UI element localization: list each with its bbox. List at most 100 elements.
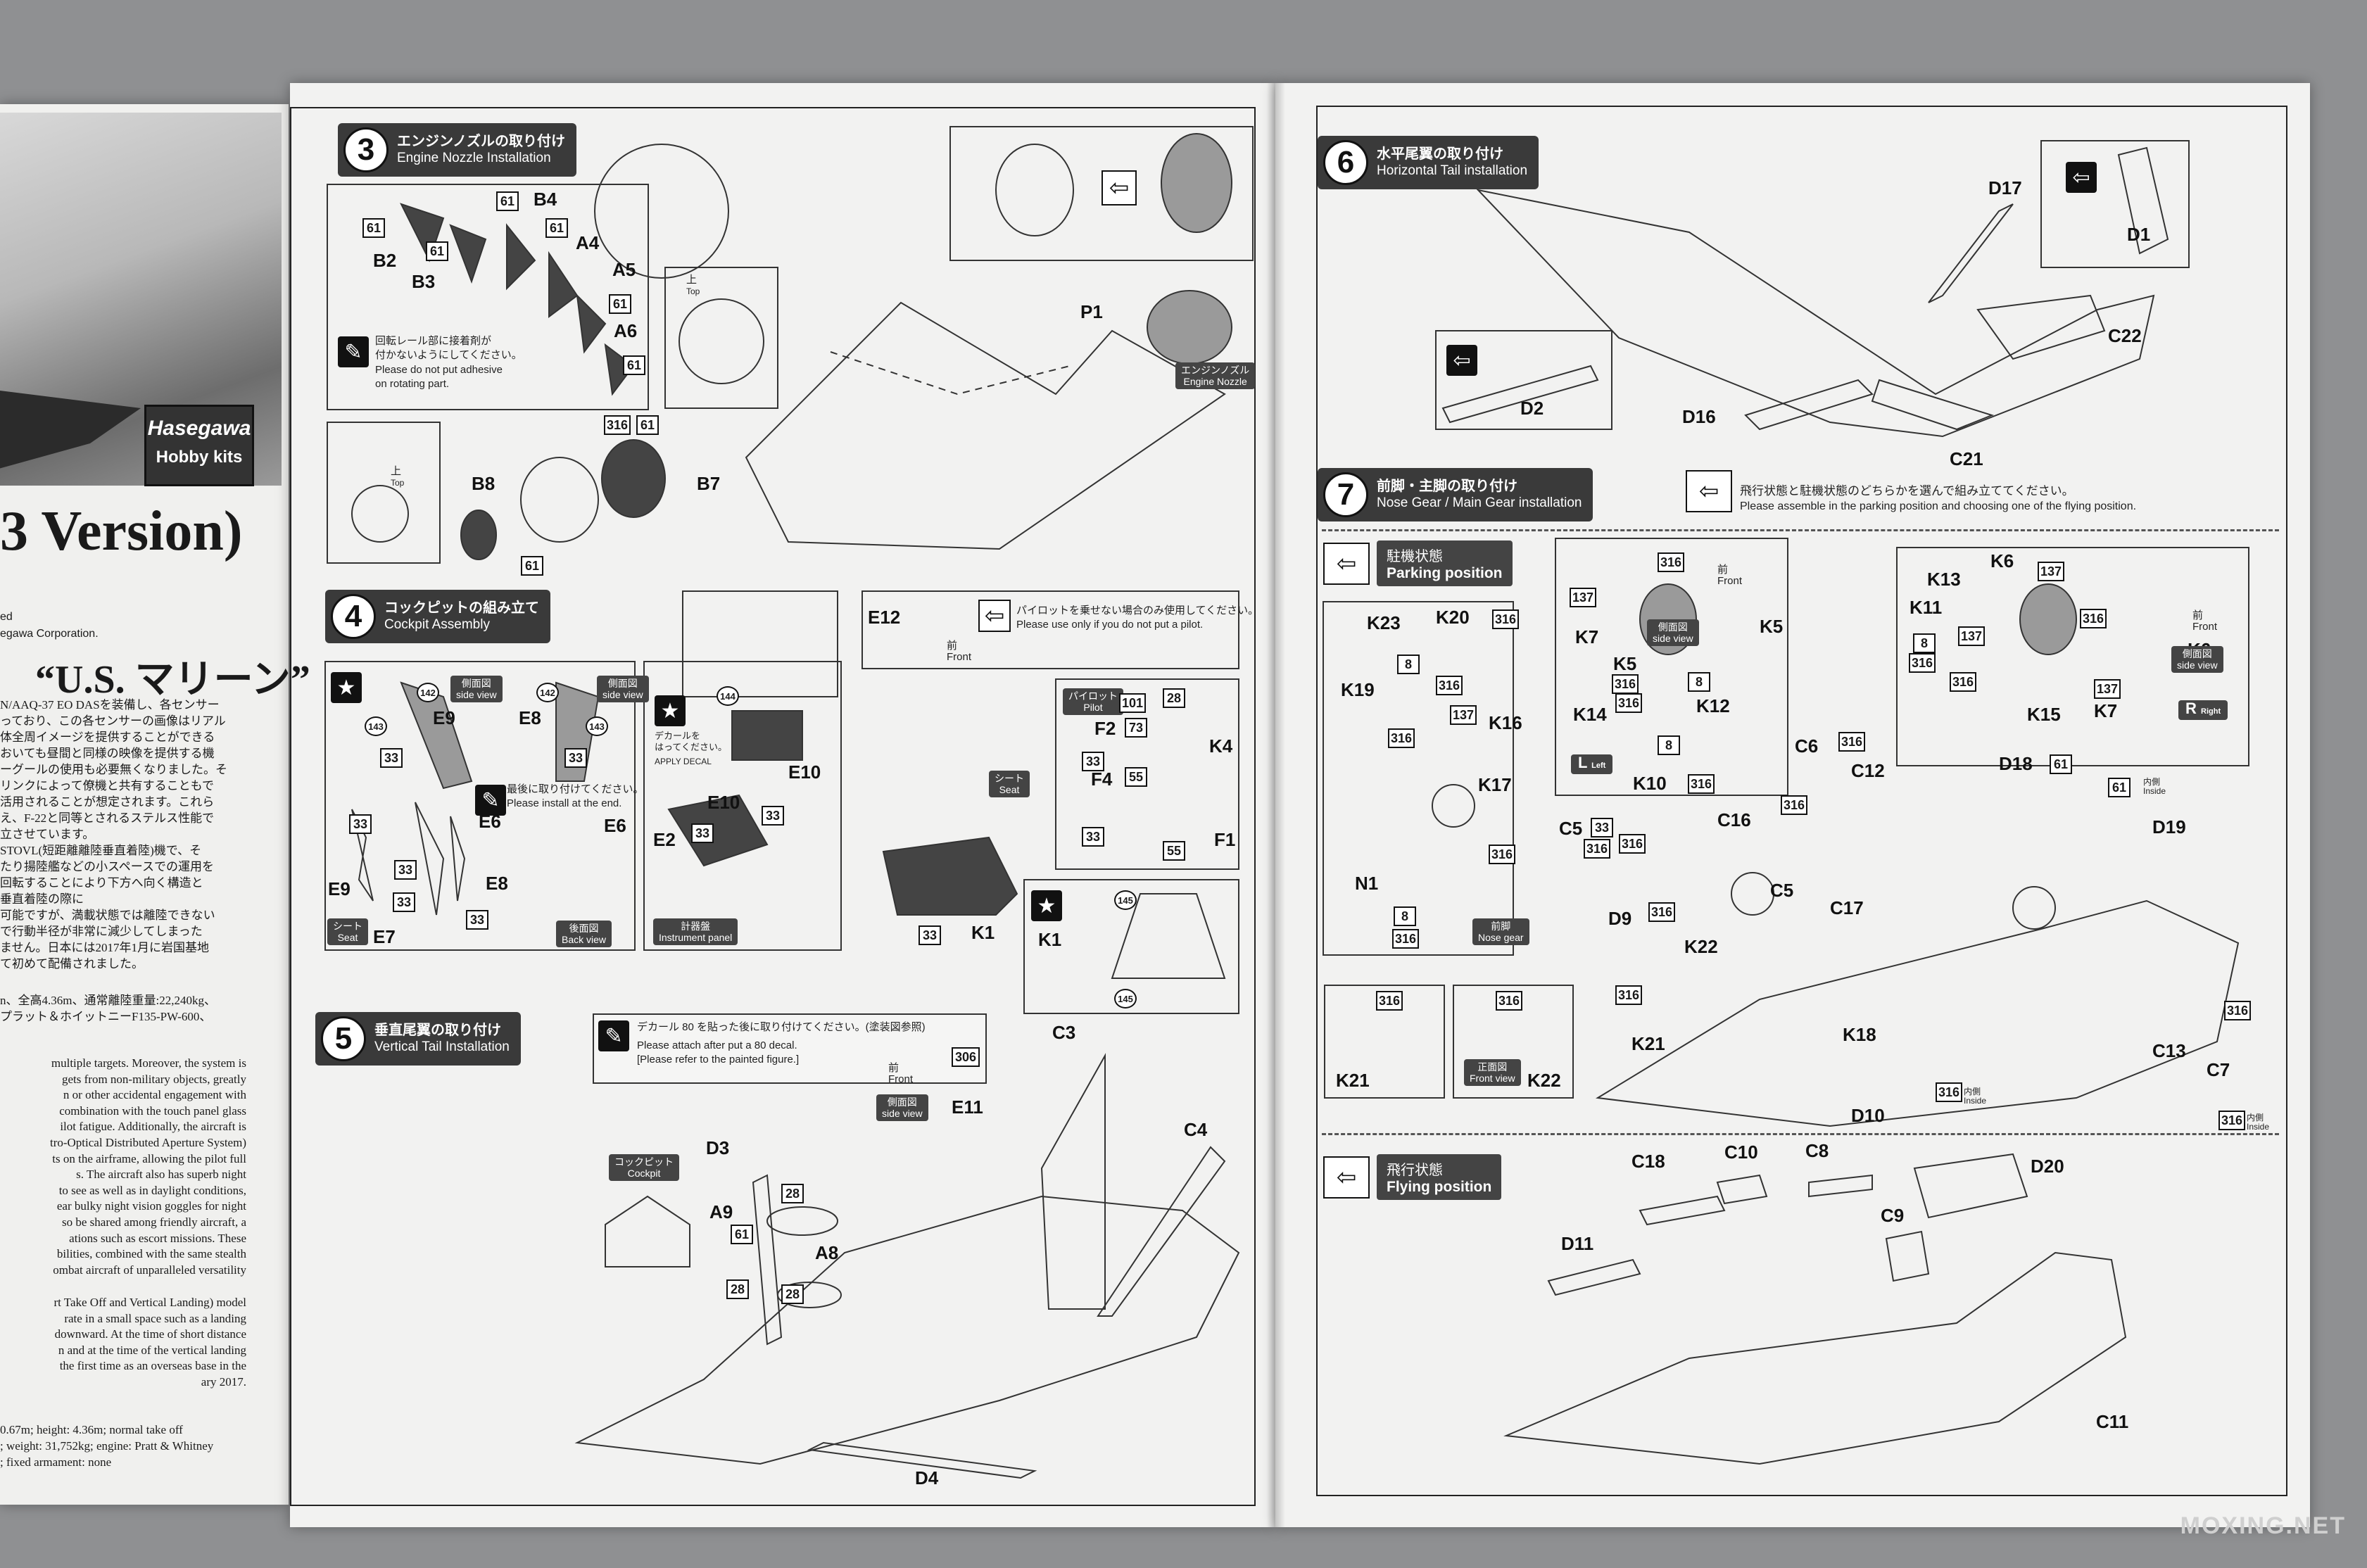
code-8: 8 (1688, 672, 1710, 692)
step7-flying-door-C9 (1885, 1230, 1930, 1282)
inside-jp-2: 内側 (1964, 1087, 1981, 1096)
code-73: 73 (1125, 718, 1147, 738)
decal-note-jp: デカールを はってください。 (655, 731, 727, 752)
parking-arrows-icon: ⇦ (1323, 542, 1370, 585)
code-145: 145 (1114, 890, 1137, 910)
code-8: 8 (1658, 735, 1680, 755)
nose-gear-jp: 前脚 (1491, 921, 1511, 932)
code-101: 101 (1119, 693, 1146, 713)
arrows-swap-icon-2: ⇦ (978, 600, 1011, 632)
step5-note-box (593, 1013, 987, 1084)
back-view-en: Back view (562, 934, 607, 945)
code-33-j: 33 (1082, 752, 1104, 771)
code-316: 316 (2080, 609, 2107, 628)
star-icon-2: ★ (655, 695, 686, 726)
nozzle-tag-jp: エンジンノズル (1181, 365, 1250, 376)
part-K12: K12 (1696, 695, 1730, 716)
right-front-jp: 前 (2192, 609, 2204, 621)
part-K21: K21 (1631, 1033, 1665, 1054)
flying-separator (1322, 1133, 2279, 1135)
watermark: MOXING.NET (2180, 1512, 2346, 1539)
paint-code: 61 (545, 218, 568, 238)
part-E6-b: E6 (604, 815, 626, 836)
hasegawa-logo: Hasegawa Hobby kits (144, 405, 254, 486)
pilot-note-jp: パイロットを乗せない場合のみ使用してください。 (1016, 605, 1259, 617)
side-view-jp-2: 側面図 (607, 678, 638, 689)
part-P1: P1 (1080, 301, 1103, 322)
step3-top-view-ring (351, 485, 409, 543)
code-55-b: 55 (1163, 841, 1185, 861)
code-33-e: 33 (393, 892, 415, 912)
step4-box-e10 (682, 590, 838, 697)
right-front-en: Front (2192, 621, 2218, 633)
part-E7: E7 (373, 926, 396, 947)
step6-part-D16 (1744, 379, 1874, 431)
part-C6: C6 (1795, 735, 1819, 757)
part-K23: K23 (1367, 612, 1401, 633)
code-306: 306 (952, 1047, 980, 1067)
code-33-f: 33 (466, 910, 488, 930)
step3-nozzle-B8 (520, 457, 599, 543)
center-fold (1267, 83, 1285, 1527)
code-143-b: 143 (586, 716, 608, 736)
part-C8: C8 (1805, 1140, 1829, 1161)
part-K1-b: K1 (1038, 929, 1062, 950)
step4-box-k1 (1023, 879, 1239, 1014)
step4-number: 4 (331, 594, 376, 639)
inside-jp: 内側 (2143, 777, 2161, 787)
step4-box-seat (1055, 678, 1239, 870)
step5-title-en: Vertical Tail Installation (374, 1039, 510, 1054)
marine-heading: “U.S. マリーン” (35, 658, 310, 702)
flying-jp: 飛行状態 (1387, 1163, 1443, 1178)
code-316: 316 (1615, 693, 1642, 713)
code-8: 8 (1397, 655, 1420, 674)
part-D17: D17 (1988, 177, 2022, 198)
part-C7: C7 (2207, 1059, 2230, 1080)
part-D4: D4 (915, 1467, 939, 1488)
paint-code: 61 (636, 415, 659, 435)
cover-jp-paragraph: N/AAQ-37 EO DASを装備し、各センサー っており、この各センサーの画… (0, 698, 227, 970)
part-C12: C12 (1851, 760, 1885, 781)
decal-note-en: APPLY DECAL (655, 757, 712, 766)
step7-flying-door-C18 (1639, 1195, 1726, 1226)
side-view-en-2: side view (602, 689, 643, 700)
code-316: 316 (1619, 834, 1646, 854)
code-316: 316 (1658, 552, 1684, 572)
part-D18: D18 (1999, 753, 2033, 774)
part-C10: C10 (1724, 1142, 1758, 1163)
part-A5: A5 (612, 259, 636, 280)
step7-title-en: Nose Gear / Main Gear installation (1377, 495, 1582, 510)
glue-icon: ✎ (475, 785, 506, 816)
nose-gear-en: Nose gear (1478, 932, 1524, 943)
step5-airframe (574, 1195, 1240, 1465)
part-K14: K14 (1573, 704, 1607, 725)
paint-code: 61 (521, 556, 543, 576)
nozzle-tag-en: Engine Nozzle (1183, 376, 1247, 387)
part-K15: K15 (2027, 704, 2061, 725)
arrows-swap-icon-3: ⇦ (2066, 162, 2097, 193)
step5-fan-A9 (766, 1206, 838, 1236)
flying-arrows-icon: ⇦ (1323, 1156, 1370, 1199)
step4-box-panel (643, 661, 842, 951)
step6-part-D17 (1928, 203, 2014, 303)
step3-number: 3 (343, 127, 389, 172)
step7-flying-door-C8 (1808, 1174, 1873, 1198)
paint-code: 61 (426, 241, 448, 261)
seat2-jp: シート (995, 773, 1024, 784)
code-137: 137 (1958, 626, 1985, 646)
part-C5: C5 (1559, 818, 1583, 839)
left-letter: L (1578, 754, 1588, 771)
part-C17: C17 (1830, 897, 1864, 918)
part-K20: K20 (1436, 607, 1470, 628)
step6-inset-box (1435, 330, 1612, 430)
step7-box-left-gear (1555, 538, 1788, 796)
step7-flying-door-D11 (1547, 1258, 1641, 1296)
step5-cockpit (605, 1195, 690, 1267)
paint-code: 61 (609, 294, 631, 314)
step5-front-jp: 前 (888, 1062, 900, 1074)
step7-box-K21 (1324, 985, 1445, 1099)
